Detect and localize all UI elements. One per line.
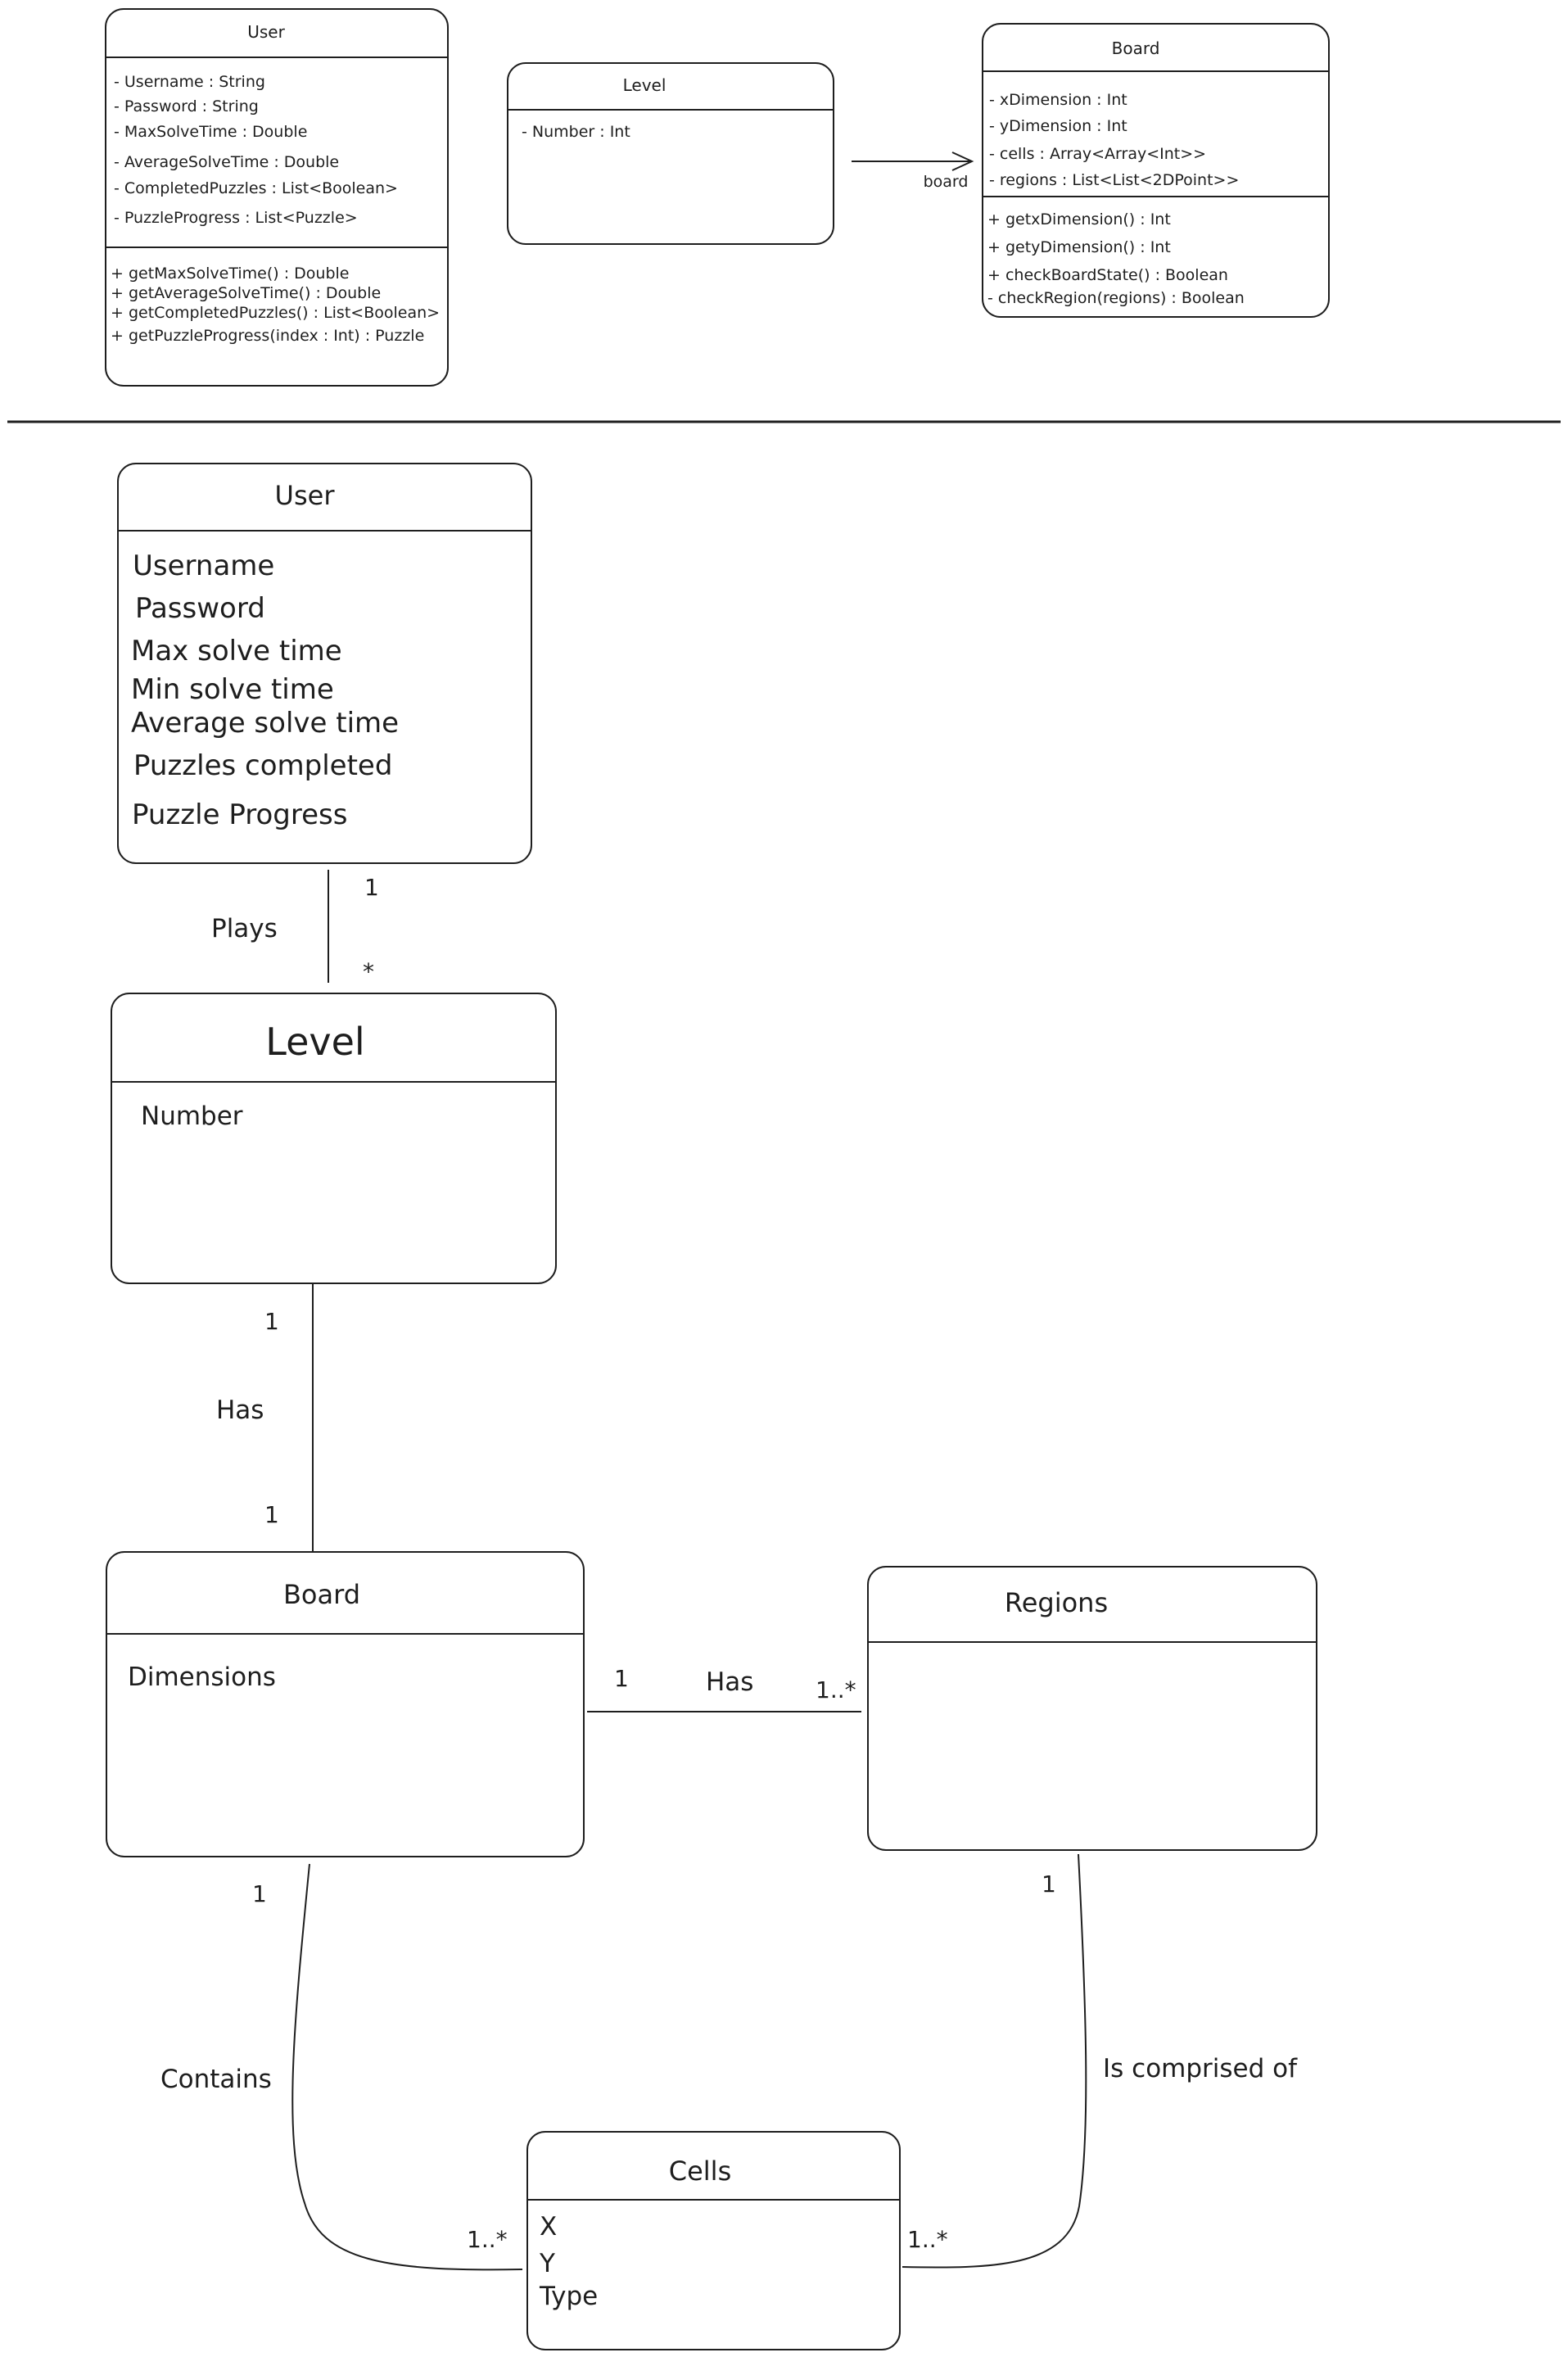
cells-entity-title: Cells <box>669 2156 731 2187</box>
top-board-class[interactable]: Board - xDimension : Int - yDimension : … <box>982 23 1330 318</box>
top-user-box <box>105 8 449 387</box>
cells-entity-box <box>526 2131 901 2350</box>
level-entity-title: Level <box>265 1020 364 1064</box>
level-board-label: Has <box>216 1396 264 1425</box>
level-board-relation[interactable]: Has 1 1 <box>216 1283 314 1552</box>
top-board-method-getydimension: + getyDimension() : Int <box>987 238 1171 256</box>
level-board-mult-board: 1 <box>264 1501 279 1528</box>
board-regions-mult-regions: 1..* <box>816 1676 856 1703</box>
top-board-method-checkboardstate: + checkBoardState() : Boolean <box>987 266 1228 284</box>
user-attr-puzzles-completed: Puzzles completed <box>133 749 392 782</box>
board-regions-mult-board: 1 <box>614 1665 629 1692</box>
board-cells-line <box>291 1863 523 2271</box>
user-attr-password: Password <box>135 592 265 625</box>
top-user-attr-maxsolvetime: - MaxSolveTime : Double <box>114 123 307 141</box>
user-entity-title: User <box>275 480 336 511</box>
user-attr-min-solve-time: Min solve time <box>131 673 334 706</box>
cells-attr-x: X <box>540 2212 557 2242</box>
regions-cells-mult-cells: 1..* <box>907 2226 948 2253</box>
board-cells-relation[interactable]: Contains 1 1..* <box>160 1863 523 2271</box>
top-association-arrowhead <box>951 152 974 171</box>
top-board-title: Board <box>1112 38 1160 58</box>
regions-entity-title: Regions <box>1005 1587 1108 1618</box>
top-board-method-checkregion: - checkRegion(regions) : Boolean <box>987 289 1245 307</box>
top-user-attr-username: - Username : String <box>114 73 265 91</box>
top-association-label: board <box>924 173 969 191</box>
regions-entity[interactable]: Regions <box>867 1566 1317 1851</box>
user-entity[interactable]: User Username Password Max solve time Mi… <box>117 463 532 864</box>
top-user-attr-completedpuzzles: - CompletedPuzzles : List<Boolean> <box>114 179 398 197</box>
top-board-attr-xdimension: - xDimension : Int <box>989 91 1127 109</box>
board-entity-title: Board <box>283 1579 360 1610</box>
level-entity[interactable]: Level Number <box>111 993 557 1284</box>
level-board-mult-level: 1 <box>264 1308 279 1335</box>
board-entity-box <box>106 1551 585 1857</box>
top-level-title: Level <box>623 75 667 95</box>
user-attr-max-solve-time: Max solve time <box>131 635 342 667</box>
user-attr-average-solve-time: Average solve time <box>131 707 399 740</box>
top-user-attr-puzzleprogress: - PuzzleProgress : List<Puzzle> <box>114 209 358 227</box>
top-board-attr-cells: - cells : Array<Array<Int>> <box>989 145 1206 163</box>
top-user-attr-averagesolvetime: - AverageSolveTime : Double <box>114 153 339 171</box>
user-level-label: Plays <box>211 914 278 943</box>
board-attr-dimensions: Dimensions <box>128 1663 276 1692</box>
top-user-attr-password: - Password : String <box>114 97 259 115</box>
cells-entity[interactable]: Cells X Y Type <box>526 2131 901 2350</box>
level-attr-number: Number <box>141 1102 243 1131</box>
level-entity-box <box>111 993 557 1284</box>
cells-attr-type: Type <box>539 2282 598 2311</box>
top-board-box <box>982 23 1330 318</box>
top-level-attr-number: - Number : Int <box>522 123 630 141</box>
regions-cells-mult-regions: 1 <box>1042 1871 1056 1898</box>
user-attr-username: Username <box>133 550 274 582</box>
user-level-mult-level: * <box>363 958 374 985</box>
cells-attr-y: Y <box>539 2249 555 2278</box>
board-cells-mult-board: 1 <box>252 1880 267 1907</box>
board-regions-label: Has <box>706 1667 753 1697</box>
regions-cells-relation[interactable]: Is comprised of 1 1..* <box>901 1853 1298 2269</box>
top-user-method-getaveragesolvetime: + getAverageSolveTime() : Double <box>111 284 381 302</box>
board-regions-relation[interactable]: Has 1 1..* <box>587 1665 861 1712</box>
regions-entity-box <box>867 1566 1317 1851</box>
top-board-attr-ydimension: - yDimension : Int <box>989 117 1127 135</box>
user-entity-box <box>117 463 532 864</box>
top-level-box <box>507 62 834 245</box>
user-level-mult-user: 1 <box>364 874 379 901</box>
top-user-method-getpuzzleprogress: + getPuzzleProgress(index : Int) : Puzzl… <box>111 327 424 345</box>
regions-cells-line <box>901 1853 1087 2269</box>
top-level-class[interactable]: Level - Number : Int <box>507 62 834 245</box>
board-entity[interactable]: Board Dimensions <box>106 1551 585 1857</box>
top-user-class[interactable]: User - Username : String - Password : St… <box>105 8 449 387</box>
user-attr-puzzle-progress: Puzzle Progress <box>132 798 347 831</box>
top-user-method-getcompletedpuzzles: + getCompletedPuzzles() : List<Boolean> <box>111 304 440 322</box>
regions-cells-label: Is comprised of <box>1103 2054 1298 2083</box>
board-cells-label: Contains <box>160 2065 272 2094</box>
board-cells-mult-cells: 1..* <box>467 2226 508 2253</box>
top-board-method-getxdimension: + getxDimension() : Int <box>987 210 1171 228</box>
top-user-method-getmaxsolvetime: + getMaxSolveTime() : Double <box>111 265 349 283</box>
top-user-title: User <box>247 22 285 42</box>
top-level-board-association[interactable]: board <box>852 152 974 191</box>
user-level-relation[interactable]: Plays 1 * <box>211 870 379 985</box>
top-board-attr-regions: - regions : List<List<2DPoint>> <box>989 171 1239 189</box>
